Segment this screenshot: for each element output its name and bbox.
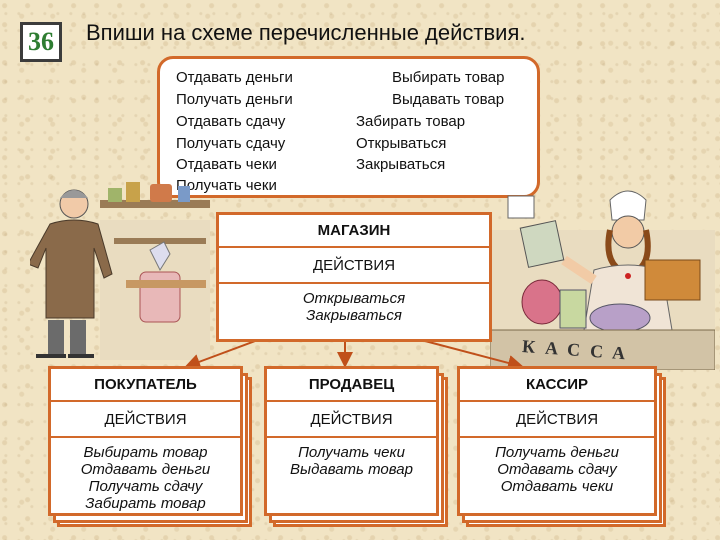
shop-actions: Открываться Закрываться <box>219 284 489 324</box>
word-bank-item: Выдавать товар <box>392 91 505 108</box>
buyer-actions: Выбирать товар Отдавать деньги Получать … <box>51 438 240 512</box>
customer-illustration <box>30 182 210 360</box>
action-item: Выбирать товар <box>83 444 208 461</box>
word-bank-item: Получать чеки <box>176 177 277 194</box>
action-item: Получать сдачу <box>88 478 203 495</box>
word-bank-item: Отдавать чеки <box>176 156 277 173</box>
cashier-box: КАССИР ДЕЙСТВИЯ Получать деньги Отдавать… <box>457 366 657 516</box>
action-item: Получать чеки <box>298 444 405 461</box>
arrow-to-cashier <box>424 340 524 371</box>
cashier-title: КАССИР <box>460 369 654 402</box>
action-item: Получать деньги <box>495 444 619 461</box>
action-item: Закрываться <box>306 307 402 324</box>
action-item: Отдавать чеки <box>500 478 614 495</box>
word-bank-item: Открываться <box>356 135 447 152</box>
buyer-box: ПОКУПАТЕЛЬ ДЕЙСТВИЯ Выбирать товар Отдав… <box>48 366 243 516</box>
action-item: Отдавать сдачу <box>497 461 617 478</box>
arrow-to-buyer <box>184 340 256 370</box>
action-item: Выдавать товар <box>290 461 413 478</box>
action-item: Открываться <box>302 290 406 307</box>
action-item: Отдавать деньги <box>80 461 211 478</box>
word-bank-item: Выбирать товар <box>392 69 505 86</box>
cashier-illustration <box>490 190 715 370</box>
seller-subtitle: ДЕЙСТВИЯ <box>267 402 436 438</box>
task-number: 36 <box>28 27 54 56</box>
task-title: Впиши на схеме перечисленные действия. <box>86 20 526 45</box>
word-bank-item: Отдавать сдачу <box>176 113 286 130</box>
word-bank-item: Отдавать деньги <box>176 69 293 86</box>
seller-actions: Получать чеки Выдавать товар <box>267 438 436 478</box>
action-item: Забирать товар <box>85 495 206 512</box>
word-bank-item: Получать сдачу <box>176 135 286 152</box>
word-bank-item: Закрываться <box>356 156 446 173</box>
cashier-subtitle: ДЕЙСТВИЯ <box>460 402 654 438</box>
task-number-badge: 36 <box>20 22 62 62</box>
shop-box: МАГАЗИН ДЕЙСТВИЯ Открываться Закрываться <box>216 212 492 342</box>
word-bank: Отдавать деньги Получать деньги Отдавать… <box>157 56 540 198</box>
cashier-actions: Получать деньги Отдавать сдачу Отдавать … <box>460 438 654 495</box>
shop-subtitle: ДЕЙСТВИЯ <box>219 248 489 284</box>
buyer-title: ПОКУПАТЕЛЬ <box>51 369 240 402</box>
seller-box: ПРОДАВЕЦ ДЕЙСТВИЯ Получать чеки Выдавать… <box>264 366 439 516</box>
seller-title: ПРОДАВЕЦ <box>267 369 436 402</box>
word-bank-item: Получать деньги <box>176 91 293 108</box>
buyer-subtitle: ДЕЙСТВИЯ <box>51 402 240 438</box>
shop-title: МАГАЗИН <box>219 215 489 248</box>
word-bank-item: Забирать товар <box>356 113 466 130</box>
